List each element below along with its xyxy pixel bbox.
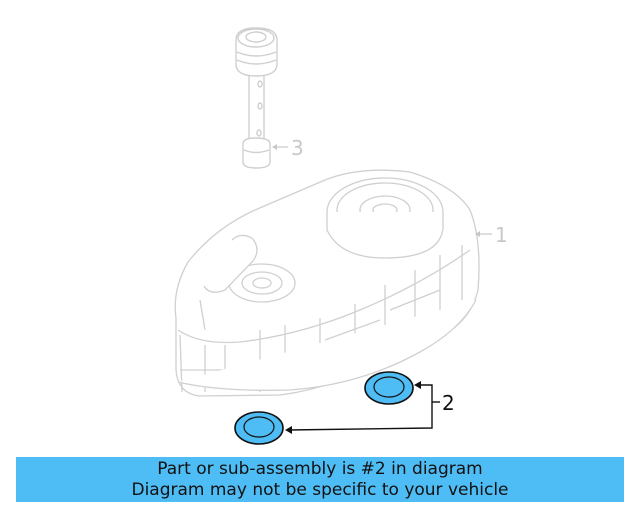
part-2-seal-upper[interactable] (364, 371, 414, 405)
callout-1: 1 (475, 223, 508, 247)
part-1-housing (174, 169, 480, 397)
info-banner: Part or sub-assembly is #2 in diagram Di… (16, 457, 624, 502)
svg-text:2: 2 (442, 391, 455, 415)
callout-3: 3 (272, 136, 304, 160)
banner-disclaimer: Diagram may not be specific to your vehi… (131, 480, 509, 500)
svg-text:1: 1 (495, 223, 508, 247)
part-2-seal-lower[interactable] (234, 411, 284, 445)
svg-text:3: 3 (291, 136, 304, 160)
part-3-tube (235, 27, 278, 169)
callout-2: 2 (285, 381, 455, 434)
banner-part-note: Part or sub-assembly is #2 in diagram (157, 459, 483, 479)
